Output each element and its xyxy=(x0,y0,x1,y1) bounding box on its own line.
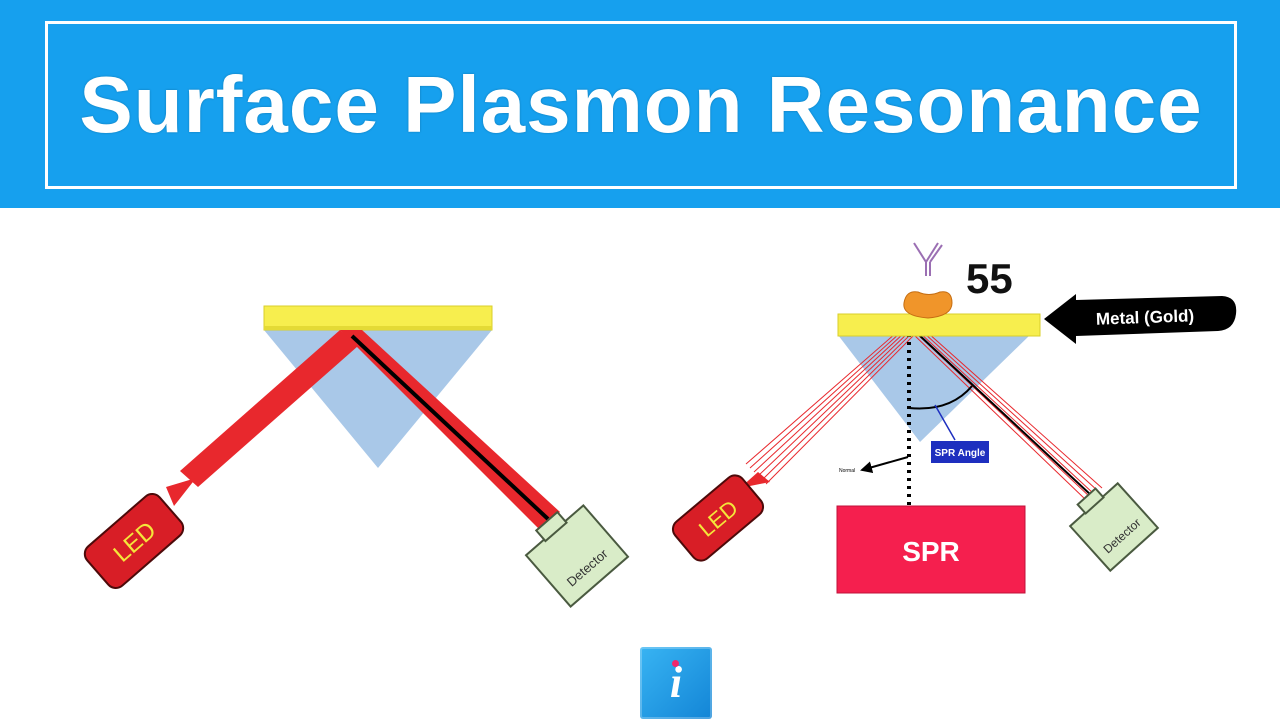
spr-angle-arc xyxy=(908,385,973,410)
metal-callout-arrow xyxy=(1044,294,1237,344)
left-diagram: LED Detector xyxy=(83,305,630,609)
right-diagram: Normal SPR Angle 55 Metal (Gold) SPR LED xyxy=(671,242,1237,594)
title-frame: Surface Plasmon Resonance xyxy=(45,21,1237,189)
left-reflected-core xyxy=(350,334,550,521)
right-prism xyxy=(838,335,1030,442)
logo-dot-icon xyxy=(672,660,679,667)
right-detector: Detector xyxy=(1068,481,1160,573)
left-led: LED xyxy=(83,492,185,590)
spr-instrument-label: SPR xyxy=(902,536,960,567)
left-incident-beam xyxy=(180,330,358,487)
analyte-blob xyxy=(903,291,953,319)
spr-instrument-box xyxy=(836,505,1026,594)
right-gold-film xyxy=(837,313,1041,337)
left-beam-arrowhead xyxy=(166,478,196,506)
spr-angle-box xyxy=(931,441,989,463)
right-led: LED xyxy=(671,474,765,562)
title-banner: Surface Plasmon Resonance xyxy=(0,0,1280,208)
normal-arrow xyxy=(860,456,909,474)
right-incident-beam xyxy=(745,332,917,485)
normal-label: Normal xyxy=(839,468,855,474)
spr-angle-label: SPR Angle xyxy=(935,448,986,459)
counter-value: 55 xyxy=(966,255,1013,302)
diagram-canvas: LED Detector xyxy=(83,242,1237,609)
logo-tile: i xyxy=(640,647,712,719)
right-reflected-core xyxy=(917,333,1093,497)
page-title: Surface Plasmon Resonance xyxy=(79,60,1203,149)
spr-angle-pointer xyxy=(934,404,956,441)
logo-letter: i xyxy=(669,658,683,707)
metal-label: Metal (Gold) xyxy=(1096,306,1195,328)
antibody-icon xyxy=(913,242,943,276)
